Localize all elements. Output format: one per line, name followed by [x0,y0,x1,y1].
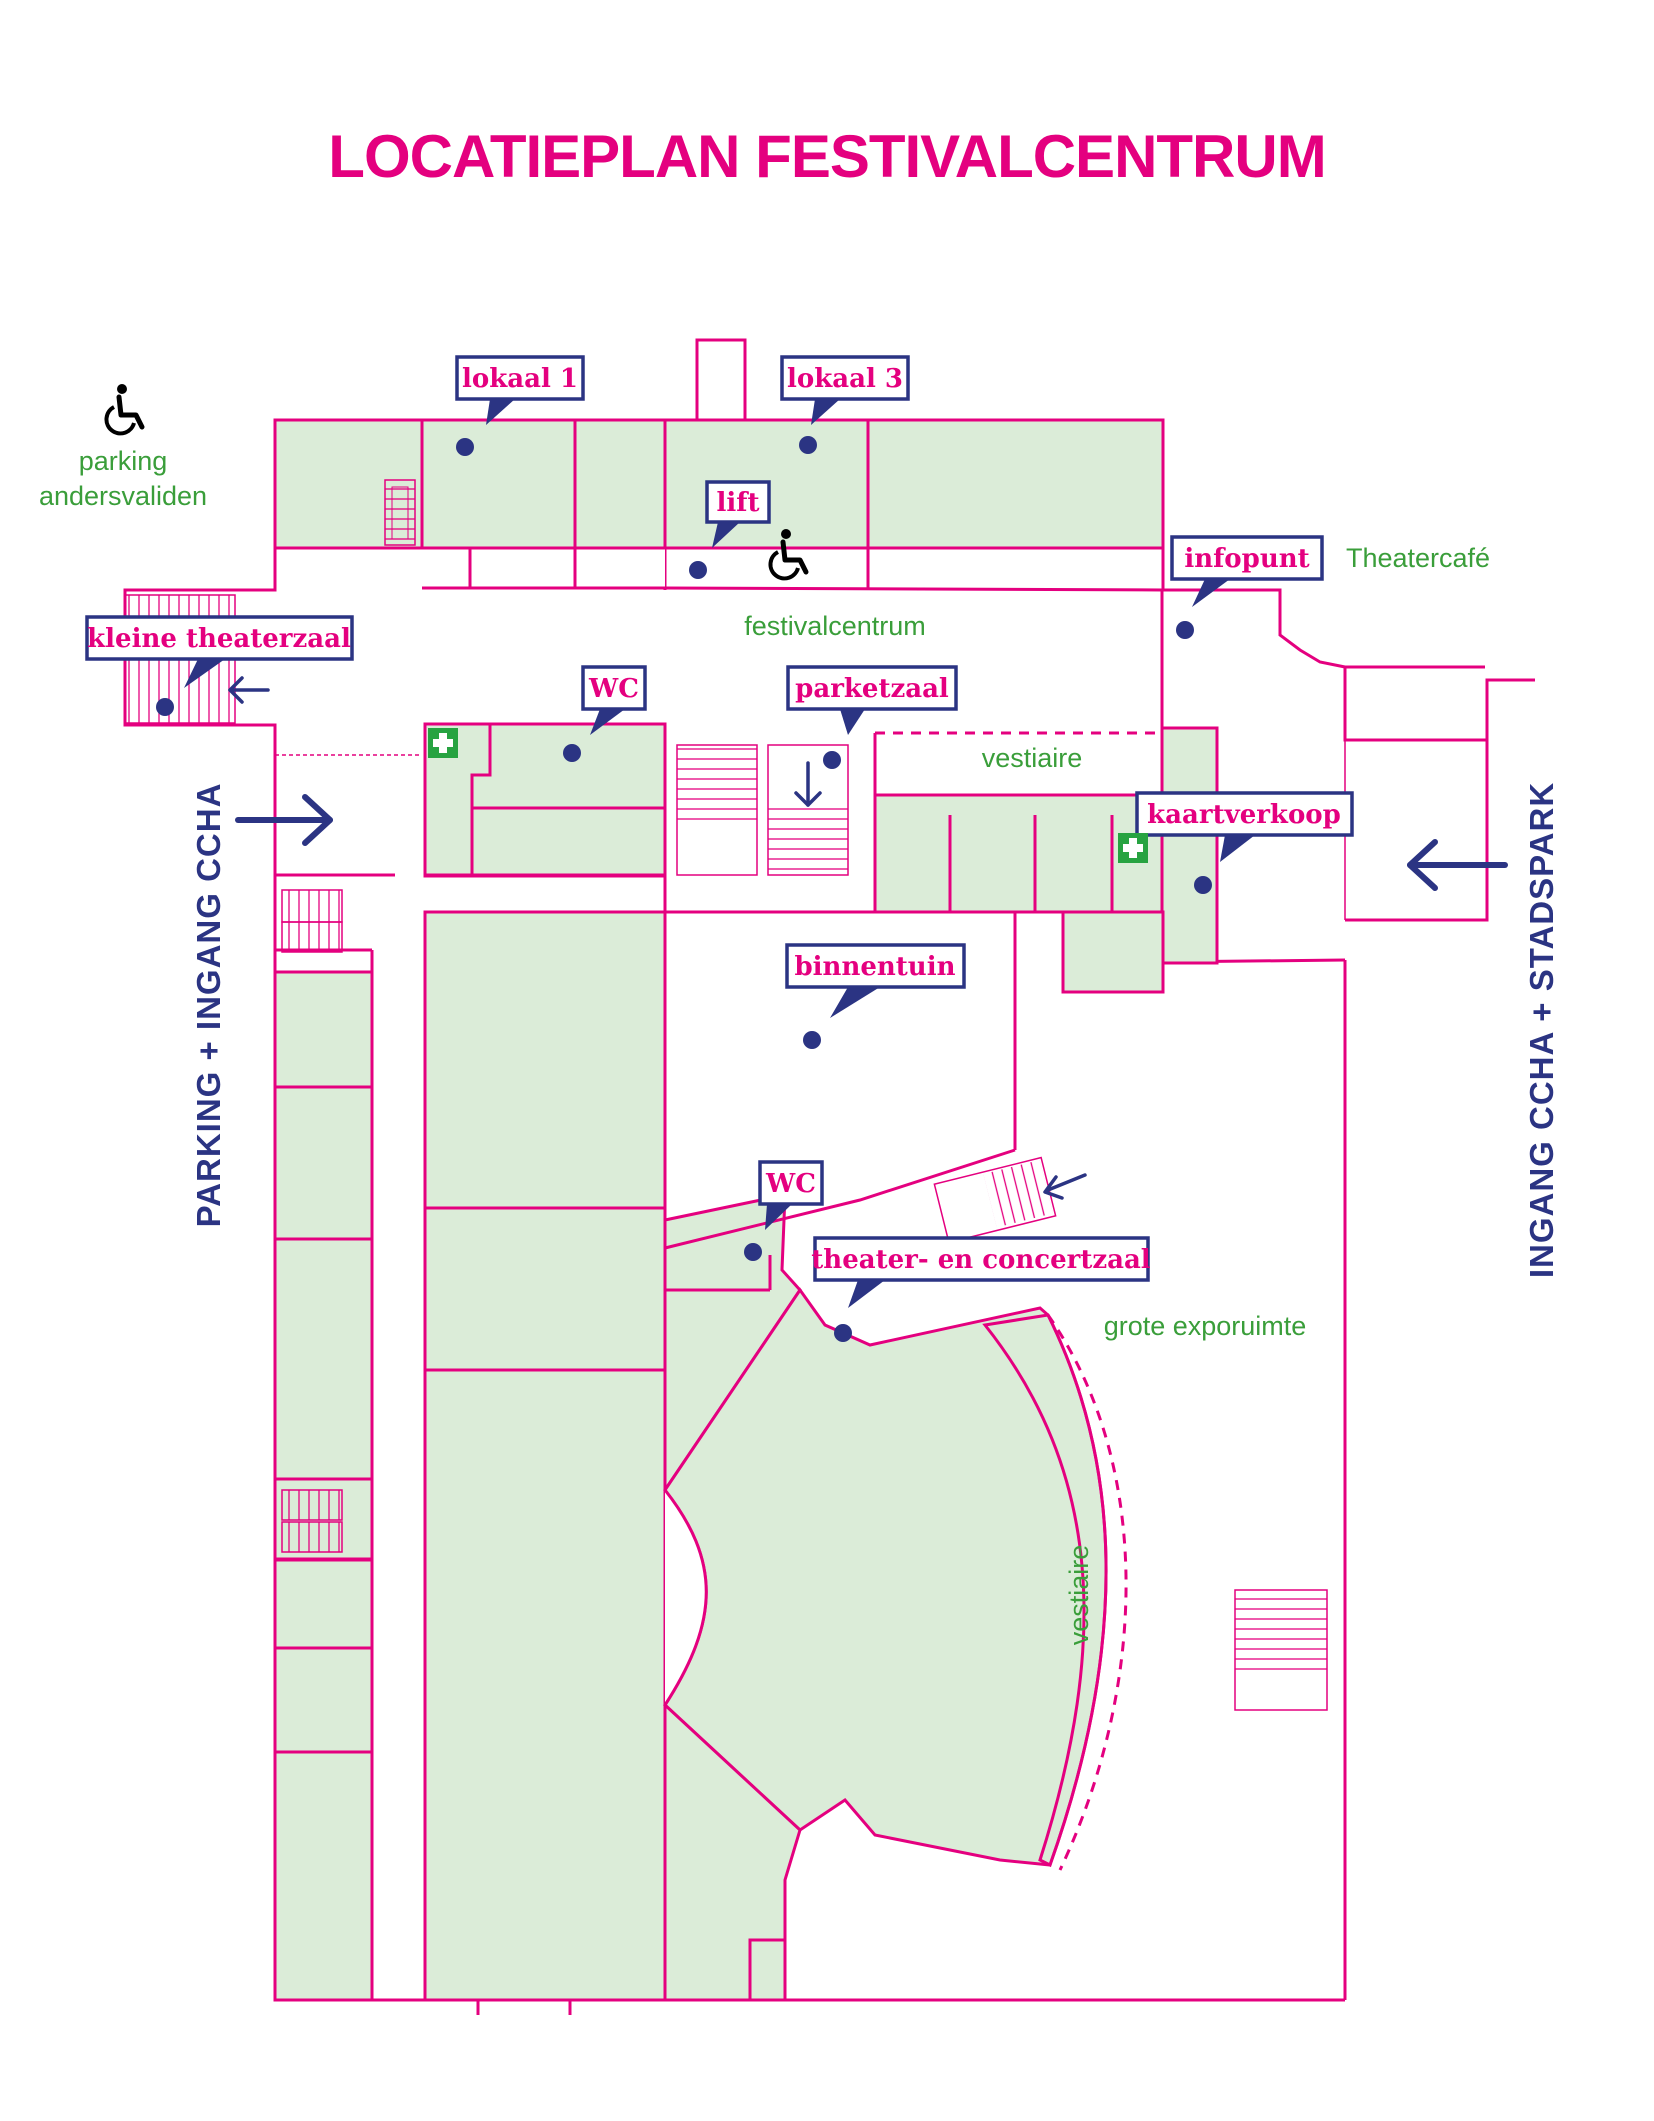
wheelchair-icon [768,529,809,581]
grote-exporuimte-label: grote exporuimte [1104,1311,1307,1341]
page-title: LOCATIEPLAN FESTIVALCENTRUM [328,123,1325,190]
arrow-icon [235,794,333,846]
svg-text:infopunt: infopunt [1184,544,1309,574]
center-block [423,722,849,2002]
label-wc-2: WC [758,1160,824,1230]
label-wc-1: WC [581,665,647,735]
parking-label: parking [79,446,168,476]
label-kleine-theaterzaal: kleine theaterzaal [85,615,354,688]
first-aid-icon [1118,833,1148,863]
vestiaire-label: vestiaire [982,743,1083,773]
svg-text:lift: lift [717,488,760,518]
label-kaartverkoop: kaartverkoop [1135,791,1354,862]
label-theater-en-concertzaal: theater- en concertzaal [811,1236,1151,1308]
label-lokaal-1: lokaal 1 [455,355,585,425]
svg-text:WC: WC [588,674,639,704]
theatercafe-label: Theatercafé [1346,543,1490,573]
arrow-icon [1407,839,1508,891]
label-lift: lift [705,480,771,548]
svg-text:lokaal 1: lokaal 1 [462,364,578,394]
east-rooms [665,726,1219,1150]
label-binnentuin: binnentuin [785,943,966,1018]
arrow-icon [228,676,270,704]
svg-text:lokaal 3: lokaal 3 [787,364,903,394]
label-lokaal-3: lokaal 3 [780,355,910,425]
first-aid-icon [428,728,458,758]
parking-label-2: andersvaliden [39,481,207,511]
entrance-right-label: INGANG CCHA + STADSPARK [1523,782,1560,1278]
svg-text:binnentuin: binnentuin [794,952,955,982]
entrance-left-label: PARKING + INGANG CCHA [190,783,227,1228]
svg-text:theater- en concertzaal: theater- en concertzaal [811,1245,1151,1275]
wheelchair-icon [104,384,145,436]
north-wing [273,338,1165,592]
label-parketzaal: parketzaal [786,665,958,735]
arrow-icon [1043,1173,1087,1200]
svg-text:kaartverkoop: kaartverkoop [1147,800,1341,830]
vestiaire-label-2: vestiaire [1064,1545,1094,1646]
theater-hall [663,1148,1128,2002]
arrow-icon [794,761,822,807]
festivalcentrum-label: festivalcentrum [744,611,926,641]
svg-text:parketzaal: parketzaal [795,674,949,704]
left-wing [273,889,374,2002]
svg-text:WC: WC [765,1169,816,1199]
label-infopunt: infopunt [1170,535,1324,607]
location-markers [156,436,1212,1342]
svg-text:kleine theaterzaal: kleine theaterzaal [87,624,351,654]
